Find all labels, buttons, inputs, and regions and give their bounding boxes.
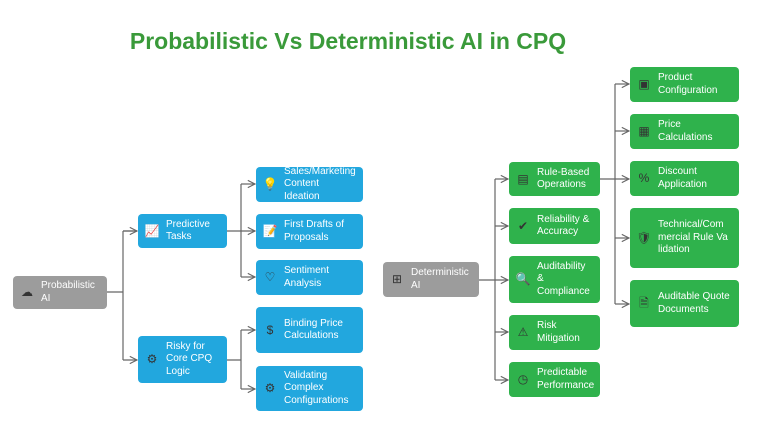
probabilistic-ai-node: ☁ Probabilistic AI <box>13 276 107 309</box>
validating-configs-node: ⚙ Validating Complex Configurations <box>256 366 363 411</box>
check-badge-icon: ✔ <box>517 218 529 233</box>
product-configuration-node: ▣ Product Configuration <box>630 67 739 102</box>
product-icon: ▣ <box>638 77 650 92</box>
first-drafts-node: 📝 First Drafts of Proposals <box>256 214 363 249</box>
cloud-question-icon: ☁ <box>21 285 33 300</box>
dollar-calculator-icon: $ <box>266 322 274 337</box>
shield-check-icon: 🛡 <box>636 230 652 245</box>
document-search-icon: 🗎 <box>639 296 649 311</box>
gear-check-icon: ⚙ <box>264 381 276 396</box>
rule-validation-node: 🛡 Technical/Commercial Rule Validation <box>630 208 739 268</box>
sales-marketing-node: 💡 Sales/Marketing Content Ideation <box>256 166 363 202</box>
reliability-node: ✔ Reliability & Accuracy <box>509 208 600 244</box>
chart-icon: 📈 <box>144 223 160 238</box>
page-title: Probabilistic Vs Deterministic AI in CPQ <box>129 28 567 54</box>
flowchart-icon: ⊞ <box>391 272 403 287</box>
rule-based-node: ▤ Rule-Based Operations <box>509 162 600 196</box>
risk-mitigation-node: ⚠ Risk Mitigation <box>509 315 600 350</box>
predictable-performance-node: ◷ Predictable Performance <box>509 362 600 397</box>
sentiment-analysis-node: ♡ Sentiment Analysis <box>256 260 363 295</box>
warning-icon: ⚠ <box>517 325 529 340</box>
idea-person-icon: 💡 <box>262 177 278 192</box>
rules-icon: ▤ <box>517 171 529 186</box>
predictive-tasks-node: 📈 Predictive Tasks <box>138 214 227 248</box>
calculator-icon: ▦ <box>638 124 650 139</box>
auditability-node: 🔍 Auditability & Compliance <box>509 256 600 303</box>
risky-core-cpq-node: ⚙ Risky for Core CPQ Logic <box>138 336 227 383</box>
heart-icon: ♡ <box>264 270 276 285</box>
price-calculations-node: ▦ Price Calculations <box>630 114 739 149</box>
deterministic-ai-node: ⊞ Deterministic AI <box>383 262 479 297</box>
clock-icon: ◷ <box>517 372 529 387</box>
auditable-quote-node: 🗎 Auditable Quote Documents <box>630 280 739 327</box>
percent-icon: % <box>638 171 650 186</box>
discount-application-node: % Discount Application <box>630 161 739 196</box>
audit-icon: 🔍 <box>515 272 531 287</box>
binding-price-node: $ Binding Price Calculations <box>256 307 363 353</box>
gear-warning-icon: ⚙ <box>146 352 158 367</box>
document-edit-icon: 📝 <box>262 224 278 239</box>
